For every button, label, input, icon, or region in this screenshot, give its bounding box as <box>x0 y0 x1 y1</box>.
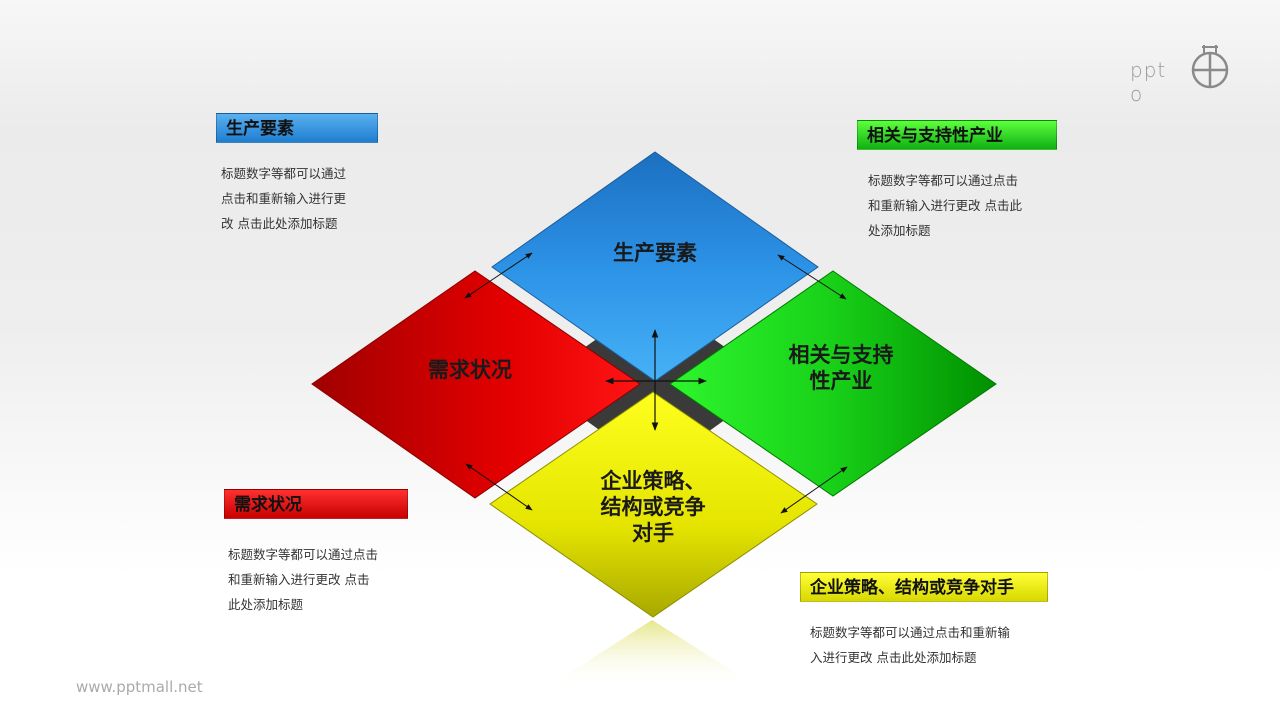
desc-line: 和重新输入进行更改 点击 <box>228 572 370 587</box>
desc-line: 和重新输入进行更改 点击此 <box>868 198 1022 213</box>
desc-line: 入进行更改 点击此处添加标题 <box>810 650 977 665</box>
diamond-bottom <box>489 391 818 618</box>
desc-line: 改 点击此处添加标题 <box>221 216 338 231</box>
diamond-right-title-line1: 相关与支持 <box>788 343 894 367</box>
footer-url: www.pptmall.net <box>76 678 203 696</box>
reflection <box>546 620 760 688</box>
label-top-left-desc: 标题数字等都可以通过 点击和重新输入进行更 改 点击此处添加标题 <box>221 161 346 236</box>
edge-arrows <box>464 252 848 514</box>
label-bottom-right-desc: 标题数字等都可以通过点击和重新输 入进行更改 点击此处添加标题 <box>810 620 1010 670</box>
desc-line: 标题数字等都可以通过点击 <box>228 547 379 562</box>
label-bottom-left-title: 需求状况 <box>224 489 408 519</box>
desc-line: 处添加标题 <box>868 223 931 238</box>
label-bottom-right-title: 企业策略、结构或竞争对手 <box>800 572 1048 602</box>
desc-line: 此处添加标题 <box>228 597 304 612</box>
diamond-right-label: 相关与支持 性产业 <box>761 342 921 394</box>
diamond-right-title-line2: 性产业 <box>809 369 873 393</box>
diamond-bottom-title-line1: 企业策略、 <box>600 469 706 493</box>
diamond-bottom-title-line3: 对手 <box>632 521 674 545</box>
desc-line: 标题数字等都可以通过 <box>221 166 347 181</box>
diamond-bottom-title-line2: 结构或竞争 <box>600 495 706 519</box>
logo-circle-icon <box>1191 45 1229 89</box>
label-bottom-left-desc: 标题数字等都可以通过点击 和重新输入进行更改 点击 此处添加标题 <box>228 542 378 617</box>
diamond-bottom-label: 企业策略、 结构或竞争 对手 <box>573 468 733 546</box>
desc-line: 点击和重新输入进行更 <box>221 191 347 206</box>
diamond-top-label: 生产要素 <box>575 240 735 266</box>
desc-line: 标题数字等都可以通过点击 <box>868 173 1019 188</box>
desc-line: 标题数字等都可以通过点击和重新输 <box>810 625 1011 640</box>
label-top-left-title: 生产要素 <box>216 113 378 143</box>
logo-text: ppt o <box>1130 58 1167 106</box>
diamond-top-title: 生产要素 <box>613 241 697 265</box>
label-top-right-desc: 标题数字等都可以通过点击 和重新输入进行更改 点击此 处添加标题 <box>868 168 1022 243</box>
label-top-right-title: 相关与支持性产业 <box>857 120 1057 150</box>
center-arrows <box>605 329 707 431</box>
diamond-left-label: 需求状况 <box>395 357 545 383</box>
diamond-left-title: 需求状况 <box>428 358 512 382</box>
